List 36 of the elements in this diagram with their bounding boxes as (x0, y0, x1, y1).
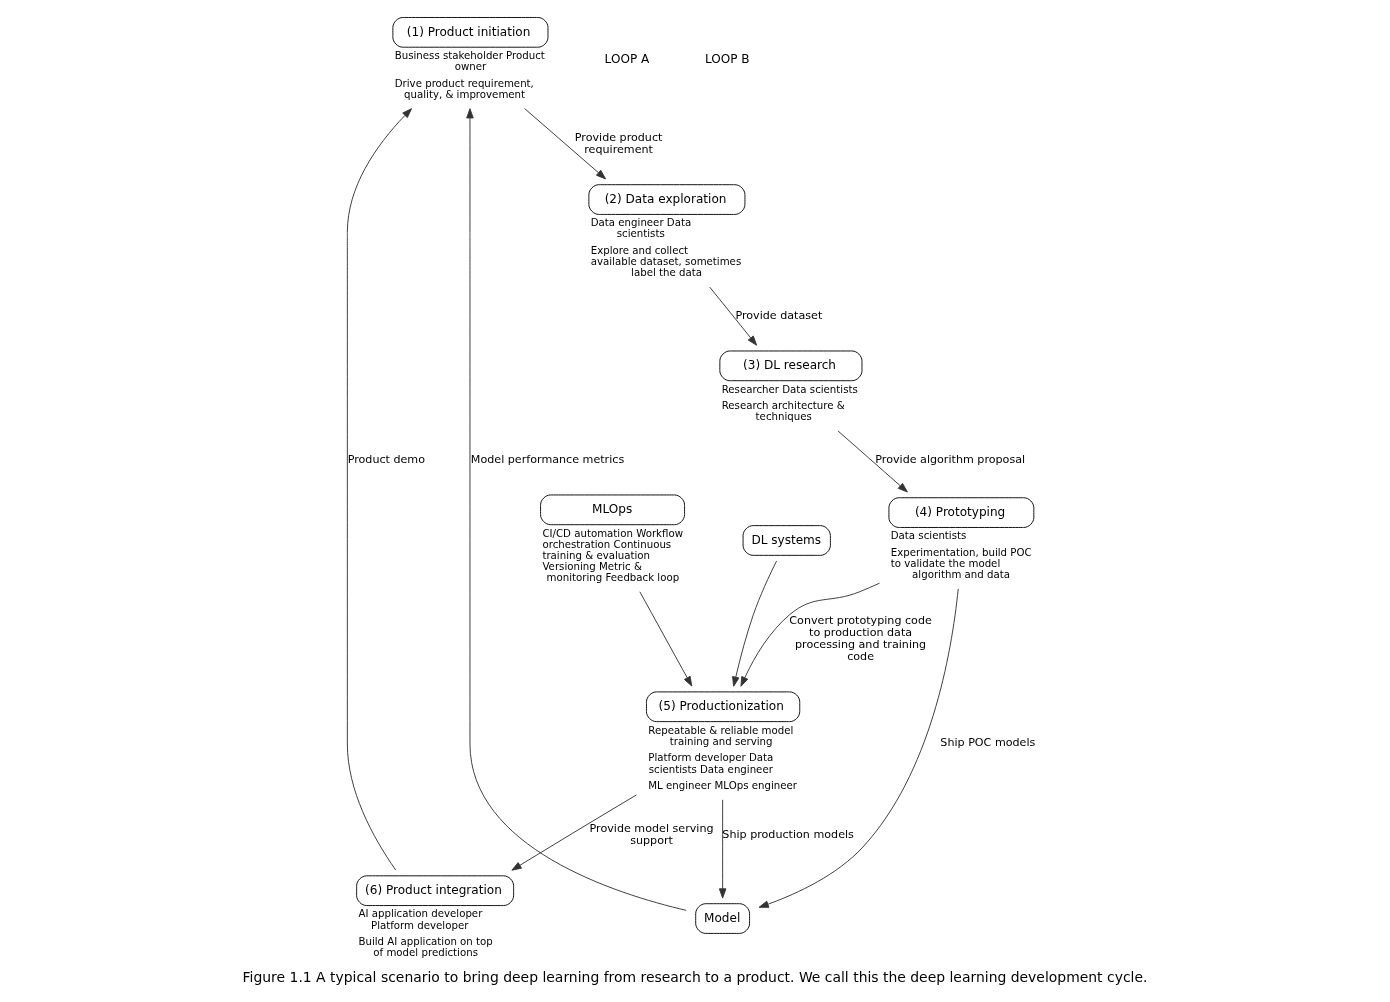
node-label: Repeatable & reliable model training and serving (648, 724, 794, 747)
edge-label: Ship production models (722, 827, 854, 841)
edge-label: Ship POC models (940, 735, 1036, 749)
node-label: Build AI application on top of model predictions (358, 936, 493, 959)
caption: Figure 1.1 A typical scenario to bring deep learning from research to a product. We call this the deep learning development cycle. (242, 968, 1148, 985)
node-label: Business stakeholder Product owner (394, 50, 545, 73)
label: LOOP B (704, 52, 750, 67)
node-label: Experimentation, build POC to validate the model algorithm and data (890, 547, 1032, 581)
edge-label: Convert prototyping code to production data processing and training code (789, 613, 932, 663)
node-label: Platform developer Data scientists Data engineer (648, 752, 774, 775)
arrow (511, 794, 637, 871)
node-label: Data scientists (890, 530, 967, 542)
node-label: Drive product requirement, quality, & improvement (394, 77, 534, 101)
node-label: CI/CD automation Workflow orchestration Continuous training & evaluation Versioning Metric & monitoring Feedback loop (542, 527, 684, 584)
arrow (524, 108, 607, 180)
edge-label: Provide algorithm proposal (875, 453, 1026, 467)
arrow (837, 430, 908, 493)
edge-label: Provide product requirement (574, 130, 663, 156)
arrow (346, 108, 412, 871)
node-label: ML engineer MLOps engineer (648, 780, 798, 792)
arrow (732, 560, 778, 687)
edge-label: Provide dataset (735, 309, 823, 323)
arrow (758, 588, 959, 908)
node-label: Data engineer Data scientists (590, 217, 692, 240)
node-label: Researcher Data scientists (721, 383, 858, 395)
arrow (718, 799, 727, 899)
node-label: Explore and collect available dataset, sometimes label the data (590, 245, 742, 279)
node-label: Research architecture & techniques (721, 400, 845, 423)
node-label: AI application developer Platform developer (358, 908, 483, 931)
arrow (709, 286, 758, 346)
arrow (740, 582, 880, 687)
edge-label: Model performance metrics (470, 453, 625, 467)
edge-label: Provide model serving support (589, 821, 714, 847)
edge-label: Product demo (347, 453, 426, 467)
label: LOOP A (604, 52, 650, 67)
arrow (639, 591, 693, 687)
